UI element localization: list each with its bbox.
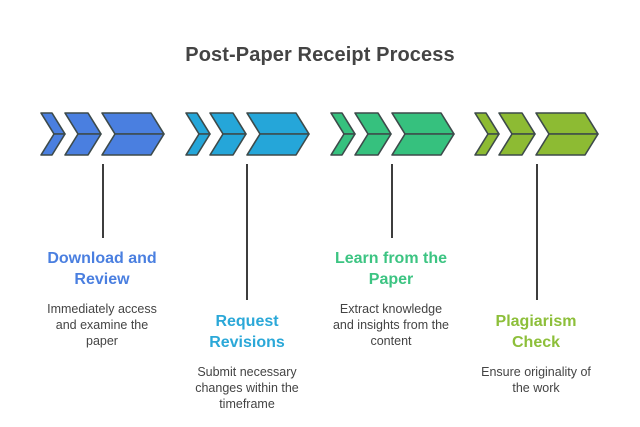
chevron-icon-1-top: [40, 112, 66, 135]
chevron-row: [40, 112, 599, 156]
chevron-icon-2-top: [209, 112, 247, 135]
step-plagiarism-check: Plagiarism Check Ensure originality of t…: [461, 311, 611, 396]
chevron-icon-3-top: [101, 112, 165, 135]
connector-line-4: [536, 164, 538, 300]
chevron-icon-3-bottom: [246, 133, 310, 156]
chevron-icon-2-bottom: [498, 133, 536, 156]
chevron-icon-1-bottom: [474, 133, 500, 156]
chevron-icon-3-bottom: [391, 133, 455, 156]
connector-line-2: [246, 164, 248, 300]
step-title: Download and Review: [47, 250, 157, 288]
chevron-icon-2-top: [354, 112, 392, 135]
step-request-revisions: Request Revisions Submit necessary chang…: [172, 311, 322, 412]
diagram-title: Post-Paper Receipt Process: [185, 44, 455, 66]
connector-line-3: [391, 164, 393, 238]
chevron-group-3: [330, 112, 455, 156]
chevron-icon-1-top: [185, 112, 211, 135]
chevron-icon-2-bottom: [354, 133, 392, 156]
step-title: Request Revisions: [209, 313, 285, 351]
step-download-review: Download and Review Immediately access a…: [27, 248, 177, 349]
step-description: Immediately access and examine the paper: [47, 302, 157, 348]
chevron-icon-3-bottom: [535, 133, 599, 156]
step-description: Submit necessary changes within the time…: [195, 365, 299, 411]
step-title: Learn from the Paper: [334, 250, 447, 288]
chevron-icon-2-bottom: [209, 133, 247, 156]
chevron-icon-1-bottom: [330, 133, 356, 156]
chevron-icon-3-top: [246, 112, 310, 135]
chevron-icon-1-bottom: [40, 133, 66, 156]
chevron-icon-2-top: [498, 112, 536, 135]
step-learn-from-paper: Learn from the Paper Extract knowledge a…: [316, 248, 466, 349]
chevron-group-1: [40, 112, 165, 156]
chevron-group-2: [185, 112, 310, 156]
chevron-icon-3-bottom: [101, 133, 165, 156]
chevron-icon-1-top: [474, 112, 500, 135]
chevron-group-4: [474, 112, 599, 156]
chevron-icon-1-bottom: [185, 133, 211, 156]
step-title: Plagiarism Check: [495, 313, 577, 351]
step-description: Ensure originality of the work: [481, 365, 591, 395]
chevron-icon-2-top: [64, 112, 102, 135]
chevron-icon-1-top: [330, 112, 356, 135]
connector-line-1: [102, 164, 104, 238]
chevron-icon-3-top: [391, 112, 455, 135]
chevron-icon-2-bottom: [64, 133, 102, 156]
step-description: Extract knowledge and insights from the …: [332, 302, 450, 348]
chevron-icon-3-top: [535, 112, 599, 135]
